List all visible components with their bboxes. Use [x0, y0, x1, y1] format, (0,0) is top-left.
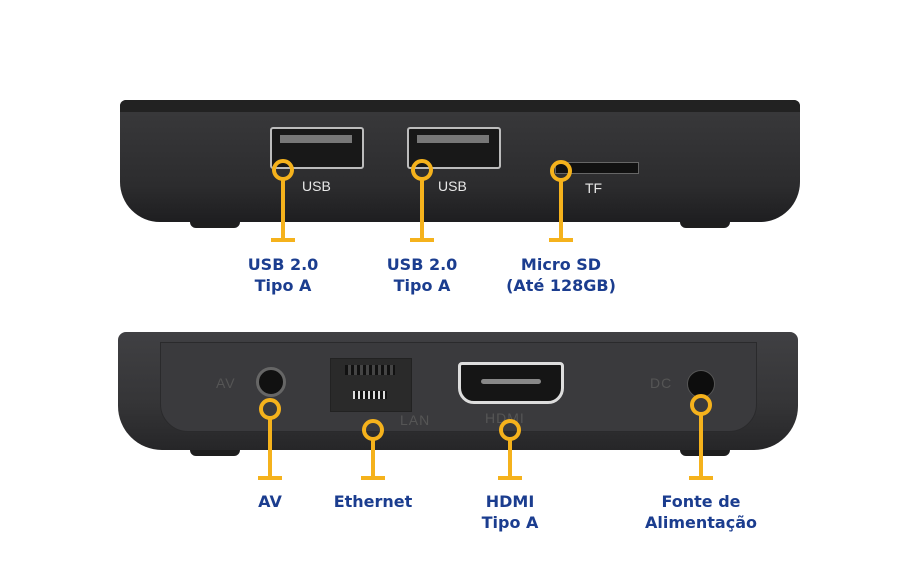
ethernet-pins [353, 391, 387, 399]
dc-jack [687, 370, 715, 398]
port-label-usb-2: USB [438, 178, 467, 194]
tv-box-top-edge [120, 100, 800, 112]
callout-label-usb-1: USB 2.0 Tipo A [203, 254, 363, 296]
callout-line: Micro SD [520, 255, 602, 274]
device-foot [190, 448, 240, 456]
port-label-tf: TF [585, 180, 603, 196]
callout-label-micro-sd: Micro SD (Até 128GB) [481, 254, 641, 296]
callout-label-power: Fonte de Alimentação [621, 491, 781, 533]
callout-line: USB 2.0 [386, 255, 458, 274]
av-jack [256, 367, 286, 397]
callout-marker-micro-sd [549, 160, 573, 242]
device-foot [190, 220, 240, 228]
callout-line: (Até 128GB) [506, 276, 616, 295]
callout-marker-hdmi [498, 419, 522, 480]
callout-line: Ethernet [333, 492, 413, 511]
ethernet-port [330, 358, 412, 412]
port-label-usb-1: USB [302, 178, 331, 194]
callout-marker-dc [689, 394, 713, 480]
callout-line: AV [258, 492, 282, 511]
callout-line: HDMI [485, 492, 535, 511]
callout-marker-usb-2 [410, 159, 434, 242]
port-label-lan: LAN [400, 412, 431, 428]
callout-marker-usb-1 [271, 159, 295, 242]
callout-marker-ethernet [361, 419, 385, 480]
callout-label-hdmi: HDMI Tipo A [430, 491, 590, 533]
device-foot [680, 220, 730, 228]
callout-label-av: AV [190, 491, 350, 512]
callout-line: Tipo A [254, 276, 312, 295]
ethernet-vent [345, 365, 395, 375]
callout-line: Alimentação [645, 513, 757, 532]
callout-line: USB 2.0 [247, 255, 319, 274]
callout-line: Tipo A [481, 513, 539, 532]
usb-port-2 [407, 127, 501, 169]
callout-marker-av [258, 398, 282, 480]
port-label-dc: DC [650, 375, 673, 391]
hdmi-port [458, 362, 564, 404]
callout-line: Tipo A [393, 276, 451, 295]
hdmi-pins [481, 379, 541, 384]
callout-line: Fonte de [661, 492, 741, 511]
callout-label-usb-2: USB 2.0 Tipo A [342, 254, 502, 296]
port-label-av: AV [216, 375, 236, 391]
device-foot [680, 448, 730, 456]
micro-sd-slot [555, 162, 639, 174]
callout-label-ethernet: Ethernet [293, 491, 453, 512]
